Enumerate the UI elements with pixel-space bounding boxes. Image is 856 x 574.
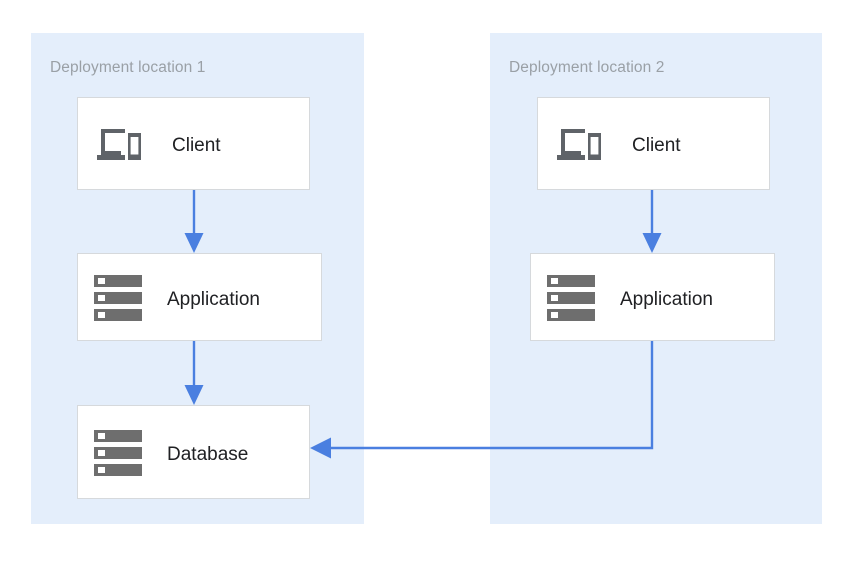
server-stack-icon <box>92 273 144 323</box>
node-application-1-label: Application <box>167 289 260 310</box>
node-database-1[interactable]: Database <box>77 405 310 499</box>
node-client-1[interactable]: Client <box>77 97 310 190</box>
server-stack-icon <box>545 273 597 323</box>
deployment-zone-1-label: Deployment location 1 <box>50 59 206 76</box>
node-application-2[interactable]: Application <box>530 253 775 341</box>
node-client-2-label: Client <box>632 135 681 156</box>
client-devices-icon <box>555 120 605 170</box>
node-client-1-label: Client <box>172 135 221 156</box>
node-application-2-label: Application <box>620 289 713 310</box>
node-client-2[interactable]: Client <box>537 97 770 190</box>
node-application-1[interactable]: Application <box>77 253 322 341</box>
node-database-1-label: Database <box>167 444 249 465</box>
server-stack-icon <box>92 428 144 478</box>
client-devices-icon <box>95 120 145 170</box>
deployment-zone-2-label: Deployment location 2 <box>509 59 665 76</box>
